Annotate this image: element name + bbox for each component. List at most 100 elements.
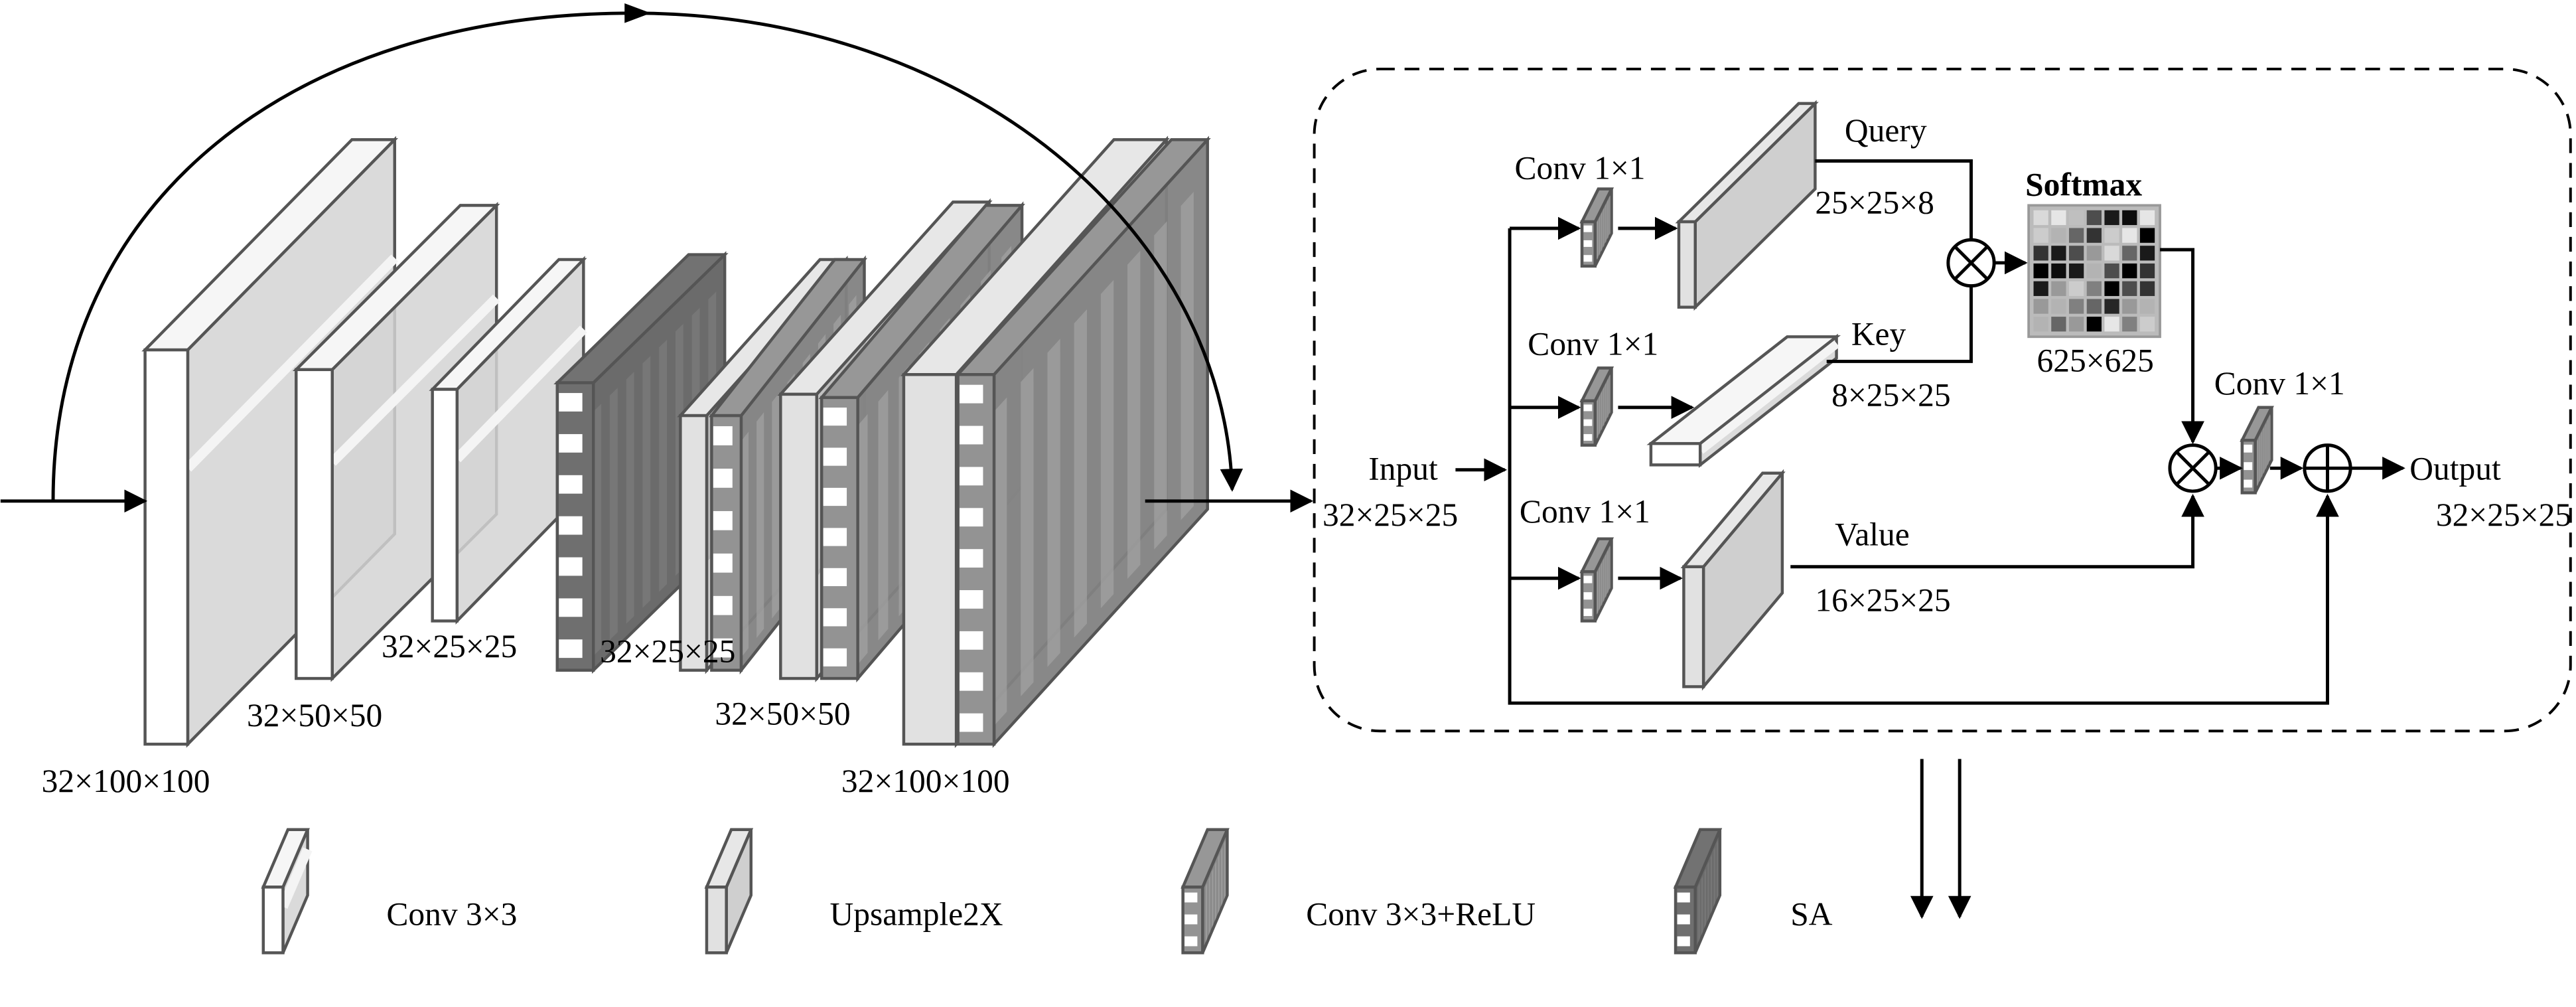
texture-stripe [1609, 195, 1610, 236]
texture-stripe [1605, 554, 1607, 598]
texture-square [823, 447, 847, 466]
texture-stripe [1597, 570, 1599, 615]
softmax-cell [2139, 246, 2155, 261]
texture-stripe [1609, 546, 1610, 590]
layer-block-conv [141, 135, 399, 748]
softmax-cell [2033, 210, 2048, 226]
softmax-cell [2122, 210, 2137, 226]
texture-stripe [1597, 399, 1599, 439]
texture-square [1184, 936, 1198, 947]
texture-stripe [1609, 374, 1610, 414]
attention-module-frame [1313, 67, 2572, 733]
legend-label-relu: Conv 3×3+ReLU [1306, 895, 1536, 932]
softmax-cell [2051, 299, 2066, 314]
softmax-cell [2086, 263, 2102, 279]
texture-stripe [1605, 382, 1607, 423]
softmax-shape: 625×625 [2037, 342, 2153, 378]
texture-square [960, 631, 983, 650]
texture-stripe [1603, 386, 1605, 427]
query-shape: 25×25×8 [1815, 185, 1934, 221]
softmax-cell [2051, 246, 2066, 261]
texture-stripe [1100, 279, 1114, 609]
value-tensor [1680, 469, 1786, 691]
block-front-face [295, 368, 334, 680]
conv-value-label: Conv 1×1 [1520, 493, 1650, 530]
texture-square [960, 590, 983, 609]
texture-square [823, 648, 847, 666]
softmax-cell [2086, 317, 2102, 332]
texture-square [559, 598, 583, 617]
texture-stripe [1221, 847, 1223, 907]
softmax-cell [2122, 263, 2137, 279]
block-front-face [1649, 441, 1702, 467]
texture-stripe [453, 325, 587, 463]
texture-square [559, 475, 583, 494]
softmax-cell [2033, 299, 2048, 314]
texture-square [960, 426, 983, 445]
softmax-label: Softmax [2025, 166, 2142, 202]
softmax-cell [2104, 210, 2119, 226]
softmax-cell [2139, 317, 2155, 332]
texture-square [960, 549, 983, 568]
softmax-attention-map [2027, 204, 2161, 339]
softmax-cell [2104, 317, 2119, 332]
key-line [1826, 285, 1973, 363]
texture-stripe [772, 392, 780, 619]
texture-square [960, 467, 983, 486]
conv-1x1-value [1579, 537, 1614, 623]
texture-stripe [184, 254, 399, 472]
texture-stripe [1021, 368, 1034, 696]
texture-stripe [328, 294, 500, 466]
shape-label: 32×100×100 [42, 763, 210, 799]
softmax-cell [2122, 281, 2137, 296]
softmax-cell [2086, 246, 2102, 261]
texture-stripe [1599, 566, 1601, 611]
texture-square [1184, 892, 1198, 903]
texture-square [2244, 479, 2253, 488]
texture-stripe [626, 372, 634, 624]
texture-stripe [1707, 861, 1709, 921]
texture-stripe [1601, 390, 1603, 431]
texture-stripe [1212, 868, 1214, 928]
texture-stripe [1224, 840, 1226, 899]
texture-square [1677, 936, 1690, 947]
legend-label-upsample: Upsample2X [830, 895, 1003, 932]
texture-stripe [278, 847, 313, 909]
texture-stripe [1208, 876, 1210, 935]
block-front-face [705, 886, 728, 955]
softmax-cell [2068, 228, 2084, 243]
softmax-cell [2033, 317, 2048, 332]
key-tensor [1646, 333, 1841, 468]
texture-stripe [878, 390, 889, 641]
block-front-face [1677, 220, 1697, 309]
softmax-cell [2122, 228, 2137, 243]
matmul-icon [2168, 443, 2218, 493]
texture-square [1677, 892, 1690, 903]
legend: Conv 3×3 Upsample2X Conv 3×3+ReLU SA [261, 828, 1833, 955]
softmax-cell [2104, 228, 2119, 243]
texture-stripe [1214, 861, 1217, 921]
softmax-cell [2086, 210, 2102, 226]
softmax-cell [2051, 281, 2066, 296]
texture-stripe [1603, 558, 1605, 602]
softmax-cell [2086, 281, 2102, 296]
arc-midpoint-arrow-icon [624, 3, 651, 23]
softmax-cell [2068, 317, 2084, 332]
matmul-icon [1946, 238, 1996, 288]
query-line [1815, 159, 1973, 240]
texture-square [823, 568, 847, 587]
texture-square [2244, 462, 2253, 471]
block-front-face [261, 886, 285, 955]
texture-square [559, 557, 583, 576]
texture-stripe [1601, 212, 1603, 252]
softmax-cell [2086, 299, 2102, 314]
softmax-cell [2139, 228, 2155, 243]
texture-square [559, 433, 583, 453]
texture-stripe [1205, 883, 1208, 943]
texture-stripe [1127, 250, 1141, 580]
texture-stripe [756, 412, 764, 639]
softmax-cell [2068, 281, 2084, 296]
texture-square [823, 407, 847, 426]
softmax-line [2160, 248, 2204, 445]
